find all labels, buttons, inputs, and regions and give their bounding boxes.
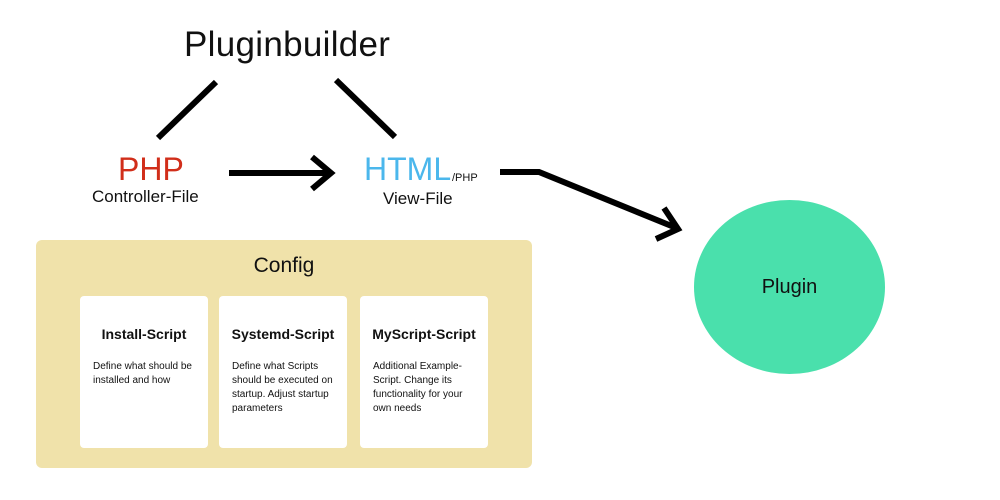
card-title: MyScript-Script: [372, 326, 476, 342]
arrow-php-to-html: [229, 154, 336, 192]
card-description: Define what Scripts should be executed o…: [232, 361, 333, 414]
php-caption: Controller-File: [92, 187, 199, 206]
connector-line-to-html: [333, 77, 398, 140]
plugin-circle: Plugin: [694, 200, 885, 374]
config-title: Config: [253, 254, 315, 277]
html-label: HTML: [364, 151, 452, 187]
install-script-card: Install-Script Define what should be ins…: [80, 296, 208, 448]
myscript-script-card: MyScript-Script Additional Example-Scrip…: [360, 296, 488, 448]
card-description: Define what should be installed and how: [93, 361, 192, 386]
arrow-html-to-plugin: [500, 169, 683, 242]
html-caption: View-File: [383, 189, 453, 208]
config-panel: Config Install-Script Define what should…: [36, 240, 532, 468]
connector-line-to-php: [155, 79, 219, 141]
systemd-script-card: Systemd-Script Define what Scripts shoul…: [219, 296, 347, 448]
card-description: Additional Example-Script. Change its fu…: [373, 361, 463, 414]
plugin-label: Plugin: [761, 276, 818, 298]
diagram-title: Pluginbuilder: [184, 25, 391, 64]
card-title: Install-Script: [101, 326, 187, 342]
card-title: Systemd-Script: [231, 326, 335, 342]
html-sub-label: /PHP: [452, 172, 478, 184]
php-label: PHP: [118, 151, 184, 187]
